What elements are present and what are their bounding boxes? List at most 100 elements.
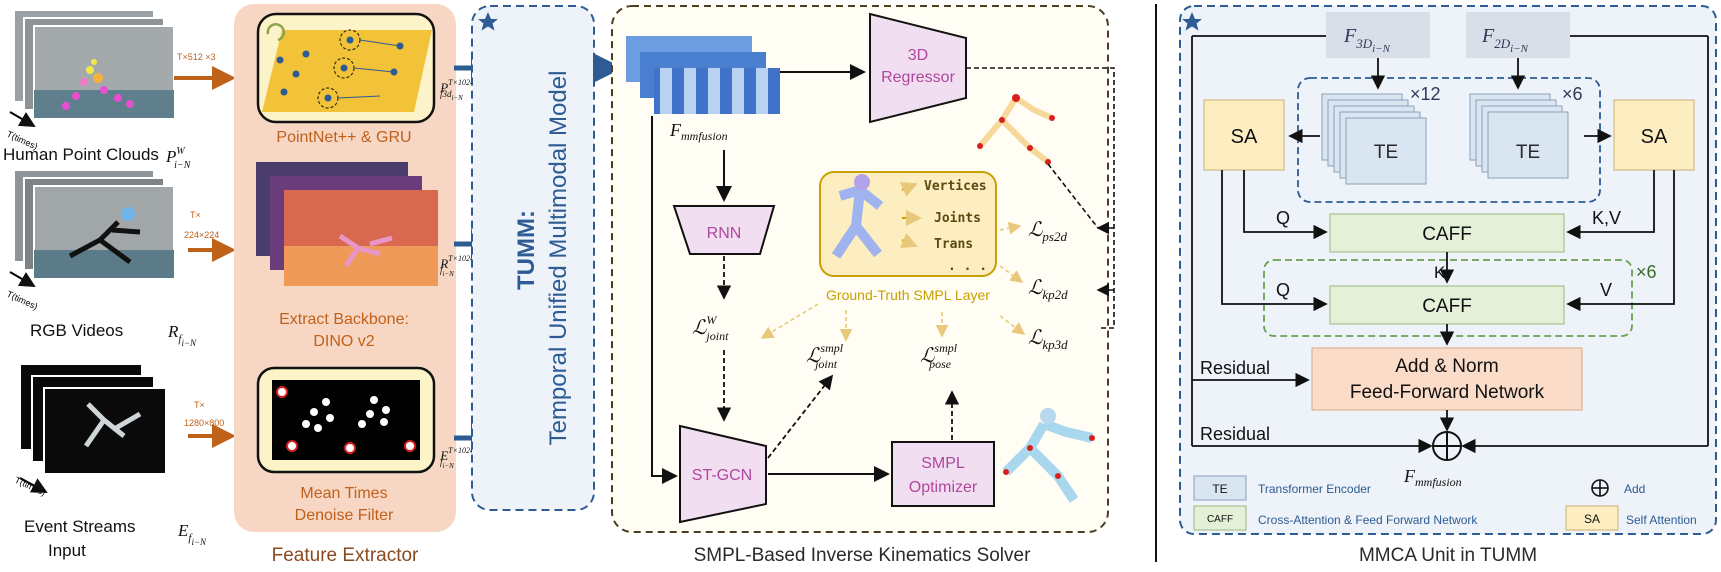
gt-layer-label: Ground-Truth SMPL Layer <box>826 287 990 303</box>
point-clouds-label: Human Point Clouds <box>3 145 159 164</box>
sa-label-left: SA <box>1231 126 1258 148</box>
event-dims-bottom: 1280×800 <box>184 418 224 428</box>
mmca-title: MMCA Unit in TUMM <box>1359 545 1537 566</box>
tumm-title-long: Temporal Unified Multimodal Model <box>545 71 572 446</box>
dino-label-2: DINO v2 <box>313 333 374 350</box>
legend-caff-key: CAFF <box>1207 514 1233 525</box>
tumm-title-short: TUMM: <box>513 210 540 290</box>
te-stack-left: TE ×12 <box>1321 84 1441 185</box>
optimizer-label-1: SMPL <box>921 455 965 472</box>
te-stack-right: TE ×6 <box>1469 84 1583 179</box>
gt-loss-links <box>760 221 1026 342</box>
star-icon <box>478 12 498 31</box>
stgcn-label: ST-GCN <box>692 467 752 484</box>
time-label: T(times) <box>5 289 39 312</box>
fencer-figure <box>68 207 141 265</box>
fusion-feature-stack <box>626 36 780 114</box>
gt-mesh-figure <box>831 184 884 259</box>
caff-repeat-6: ×6 <box>1636 262 1657 282</box>
pointnet-label: PointNet++ & GRU <box>276 129 411 146</box>
stgcn-block: ST-GCN <box>679 424 767 524</box>
addnorm-label-1: Add & Norm <box>1395 356 1498 377</box>
output-vertices: Vertices <box>924 179 987 194</box>
mmca-fusion-label: Fmmfusion <box>1403 466 1462 489</box>
gt-smpl-layer: Vertices Joints Trans . . . <box>819 171 997 277</box>
pointnet-module <box>256 12 436 124</box>
residual-label-2: Residual <box>1200 424 1270 444</box>
caff-label-bottom: CAFF <box>1422 296 1472 317</box>
legend-te-key: TE <box>1212 482 1227 496</box>
f3d-input-box <box>1326 12 1430 58</box>
point-clouds-dims: T×512 ×3 <box>177 52 216 62</box>
event-streams-label-2: Input <box>48 541 86 560</box>
legend-add-desc: Add <box>1624 482 1645 496</box>
rnn-label: RNN <box>707 225 742 242</box>
residual-label-1: Residual <box>1200 358 1270 378</box>
time-label: T(times) <box>13 475 47 498</box>
te-label-left: TE <box>1374 142 1398 163</box>
legend-caff-swatch <box>1193 505 1247 531</box>
point-cloud-figure <box>62 59 134 110</box>
dino-module <box>256 162 438 286</box>
q-label-top: Q <box>1276 208 1290 228</box>
event-figure <box>83 402 142 448</box>
f2d-label: F2Di−N <box>1481 25 1529 55</box>
event-streams-label-1: Event Streams <box>24 517 136 536</box>
regressor-label-2: Regressor <box>881 69 955 86</box>
feature-extractor-title: Feature Extractor <box>272 545 419 566</box>
event-streams-symbol: Efi−N <box>177 521 207 547</box>
regressor-label-1: 3D <box>908 47 928 64</box>
legend-sa-desc: Self Attention <box>1626 513 1697 527</box>
sa-box-right <box>1613 99 1695 171</box>
rgb-dims-top: T× <box>190 210 201 220</box>
star-icon <box>1182 12 1202 31</box>
k-label: K <box>1434 263 1446 282</box>
legend-sa-swatch <box>1565 505 1619 531</box>
dino-depth-figure <box>338 233 393 268</box>
legend-te-swatch <box>1193 475 1247 501</box>
rnn-block: RNN <box>672 205 776 255</box>
tumm-panel: TUMM: Temporal Unified Multimodal Model <box>471 5 595 511</box>
output-joints: Joints <box>934 211 981 226</box>
v-label: V <box>1600 280 1612 300</box>
denoise-label-1: Mean Times <box>300 485 387 502</box>
legend-caff-desc: Cross-Attention & Feed Forward Network <box>1258 513 1478 527</box>
input-event-streams: T(times) Event Streams Input Efi−N T× 12… <box>13 363 236 560</box>
kv-label-top: K,V <box>1592 208 1621 228</box>
f3d-label: F3Di−N <box>1343 25 1391 55</box>
optimizer-label-2: Optimizer <box>909 479 978 496</box>
smpl-solver-title: SMPL-Based Inverse Kinematics Solver <box>694 545 1032 566</box>
denoise-label-2: Denoise Filter <box>295 507 394 524</box>
keypoint-figure <box>977 94 1055 165</box>
smpl-optimizer-block: SMPL Optimizer <box>891 441 995 507</box>
rgb-dims-bottom: 224×224 <box>184 230 219 240</box>
feature-extractor-panel: Feature Extractor PointNet++ & GRU Extra… <box>234 4 456 566</box>
regressor-block: 3D Regressor <box>869 12 967 124</box>
q-label-bottom: Q <box>1276 280 1290 300</box>
recurrent-icon <box>266 23 285 42</box>
mmca-panel: MMCA Unit in TUMM F3Di−N F2Di−N TE ×12 T… <box>1179 5 1717 566</box>
smpl-solver-panel: SMPL-Based Inverse Kinematics Solver Fmm… <box>611 5 1115 566</box>
input-rgb-videos: T(times) RGB Videos Rfi−N T× 224×224 <box>5 169 236 348</box>
legend-sa-key: SA <box>1584 512 1600 526</box>
output-more: . . . <box>948 259 987 274</box>
smpl-mesh-figure <box>1002 408 1095 503</box>
event-dims-top: T× <box>194 400 205 410</box>
fusion-label: Fmmfusion <box>669 120 728 143</box>
sa-box-left <box>1203 99 1285 171</box>
sa-label-right: SA <box>1641 126 1668 148</box>
te-repeat-12: ×12 <box>1410 84 1441 104</box>
legend: TE Transformer Encoder Add CAFF Cross-At… <box>1193 475 1697 531</box>
output-trans: Trans <box>934 237 973 252</box>
addnorm-ffn-box <box>1311 347 1583 411</box>
legend-te-desc: Transformer Encoder <box>1258 482 1371 496</box>
dino-label-1: Extract Backbone: <box>279 311 409 328</box>
te-repeat-6: ×6 <box>1562 84 1583 104</box>
